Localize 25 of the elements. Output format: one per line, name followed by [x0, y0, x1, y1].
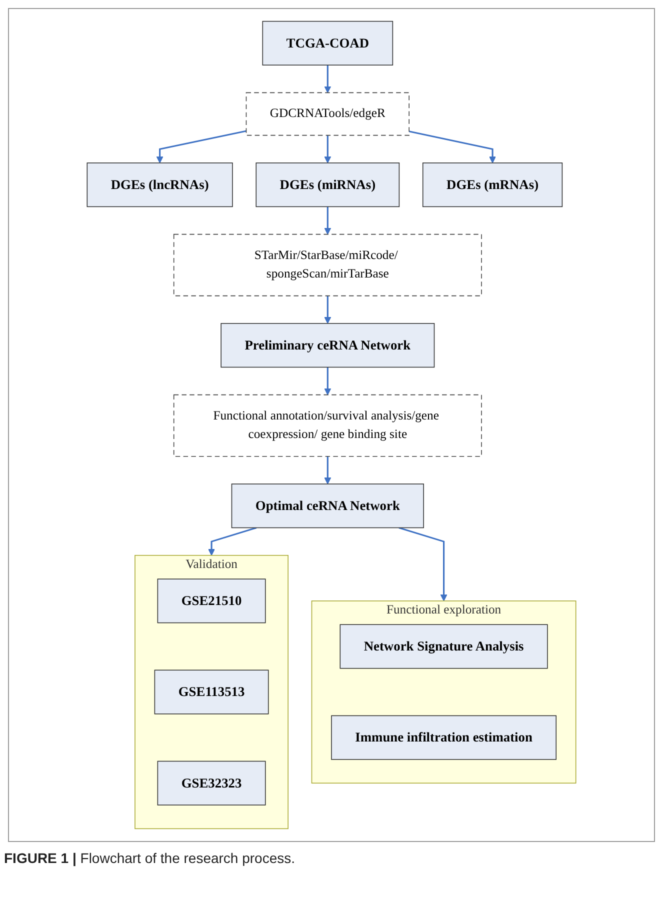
node-box: TCGA-COAD: [262, 20, 394, 66]
arrow: [156, 130, 246, 164]
arrow: [324, 296, 332, 324]
node-box: GDCRNATools/edgeR: [246, 92, 410, 136]
arrow: [398, 527, 448, 602]
arrow: [324, 456, 332, 484]
node-box: Preliminary ceRNA Network: [220, 323, 435, 368]
node-box: Network Signature Analysis: [340, 624, 548, 669]
arrow: [324, 135, 332, 164]
node-box: STarMir/StarBase/miRcode/ spongeScan/mirTarBase: [173, 234, 482, 296]
node-box: DGEs (miRNAs): [256, 162, 400, 208]
arrow: [324, 65, 332, 94]
arrow: [408, 130, 496, 164]
arrow: [324, 206, 332, 235]
node-box: GSE32323: [157, 760, 266, 806]
node-box: Immune infiltration estimation: [331, 715, 557, 760]
node-box: GSE21510: [157, 578, 266, 624]
node-box: DGEs (mRNAs): [422, 162, 563, 208]
arrow: [324, 367, 332, 396]
figure-caption: FIGURE 1 | Flowchart of the research process.: [4, 850, 296, 866]
node-box: Optimal ceRNA Network: [231, 484, 424, 528]
node-box: DGEs (lncRNAs): [86, 162, 233, 208]
node-box: Functional annotation/survival analysis/gene coexpression/ gene binding site: [173, 394, 482, 457]
node-box: GSE113513: [154, 670, 269, 714]
arrow: [208, 526, 257, 556]
